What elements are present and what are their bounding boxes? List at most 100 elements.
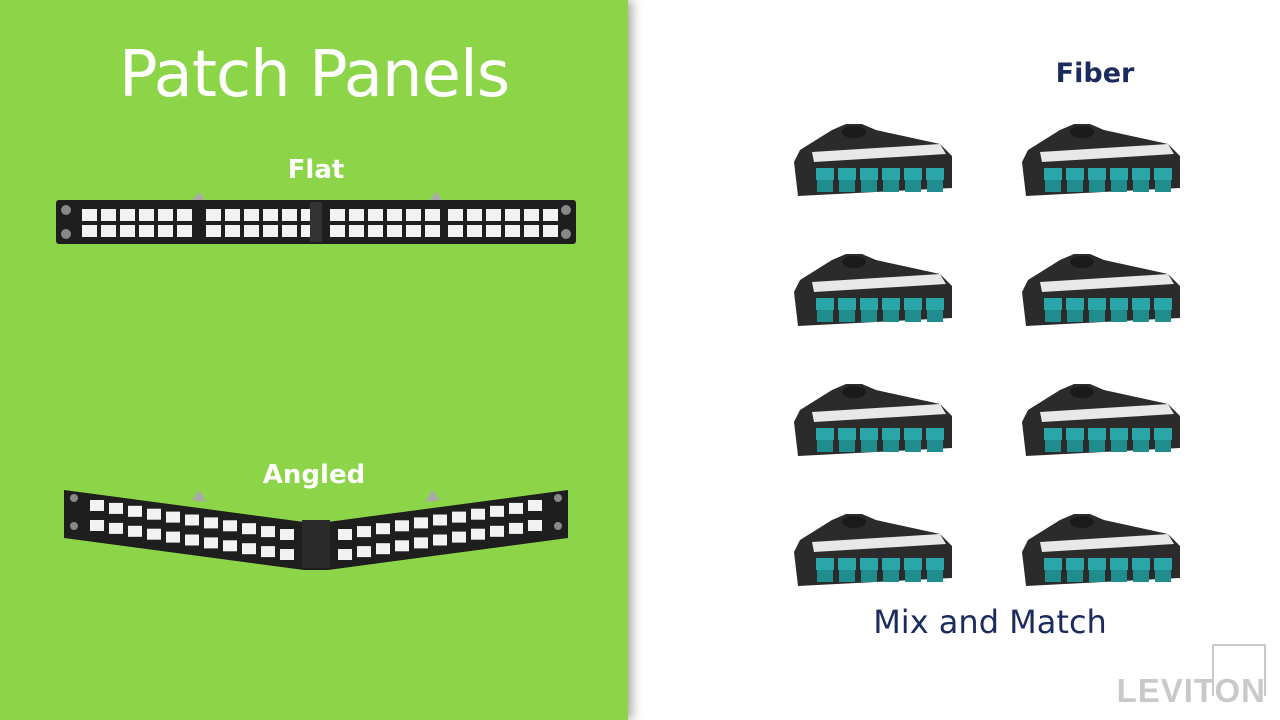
port-slot: [263, 225, 278, 237]
lc-port: [816, 558, 834, 570]
port-slot: [242, 523, 256, 535]
port-slot: [263, 209, 278, 221]
lc-port: [882, 428, 900, 440]
port-slot: [90, 520, 104, 531]
port-slot: [101, 225, 116, 237]
lc-port-lower: [1155, 180, 1171, 192]
port-slot: [166, 531, 180, 543]
port-slot: [244, 209, 259, 221]
port-slot: [223, 540, 237, 552]
lc-port: [1066, 428, 1084, 440]
port-slot: [223, 520, 237, 532]
lc-port: [1132, 558, 1150, 570]
mix-and-match-label: Mix and Match: [873, 603, 1107, 641]
port-slot: [387, 225, 402, 237]
port-slot: [177, 209, 192, 221]
port-slot: [414, 517, 428, 529]
port-slot: [452, 511, 466, 523]
lc-port-lower: [927, 570, 943, 582]
port-slot: [185, 534, 199, 546]
cable-tab: [192, 490, 206, 502]
port-slot: [204, 537, 218, 549]
port-slot: [505, 209, 520, 221]
cassette-handle: [842, 256, 866, 268]
lc-port: [1088, 298, 1106, 310]
port-slot: [282, 209, 297, 221]
port-slot: [261, 546, 275, 558]
lc-port-lower: [839, 310, 855, 322]
mount-hole: [561, 229, 571, 239]
mount-hole: [61, 229, 71, 239]
lc-port-lower: [817, 570, 833, 582]
port-slot: [490, 525, 504, 537]
lc-port-lower: [839, 440, 855, 452]
left-green-panel: Patch Panels Flat Angled: [0, 0, 628, 720]
port-slot: [139, 209, 154, 221]
mount-hole: [554, 494, 562, 502]
lc-port: [838, 558, 856, 570]
lc-port: [1044, 298, 1062, 310]
angled-patch-panel-image: [64, 490, 568, 570]
port-slot: [244, 225, 259, 237]
lc-port-lower: [839, 570, 855, 582]
lc-port-lower: [817, 440, 833, 452]
cassette-label: [1040, 404, 1174, 422]
lc-port: [1154, 428, 1172, 440]
port-slot: [349, 209, 364, 221]
lc-port: [816, 168, 834, 180]
port-slot: [158, 225, 173, 237]
lc-port: [882, 298, 900, 310]
flat-label: Flat: [287, 155, 345, 185]
fiber-cassette-image: [1022, 254, 1180, 326]
fiber-cassette-image: [794, 514, 952, 586]
port-slot: [425, 209, 440, 221]
cable-tab: [430, 192, 442, 200]
port-slot: [505, 225, 520, 237]
lc-port: [1044, 558, 1062, 570]
port-slot: [242, 543, 256, 555]
lc-port: [926, 558, 944, 570]
lc-port-lower: [1089, 310, 1105, 322]
lc-port-lower: [1089, 570, 1105, 582]
lc-port: [882, 558, 900, 570]
lc-port: [1154, 168, 1172, 180]
lc-port: [1110, 298, 1128, 310]
mount-hole: [61, 205, 71, 215]
lc-port-lower: [1155, 310, 1171, 322]
lc-port-lower: [1133, 310, 1149, 322]
lc-port: [1066, 298, 1084, 310]
fiber-cassette-image: [794, 124, 952, 196]
cable-tab: [426, 490, 440, 502]
port-slot: [330, 209, 345, 221]
port-slot: [433, 534, 447, 546]
cassette-label: [812, 274, 946, 292]
lc-port-lower: [905, 310, 921, 322]
port-slot: [490, 505, 504, 517]
lc-port-lower: [1133, 180, 1149, 192]
port-slot: [543, 225, 558, 237]
lc-port-lower: [1067, 180, 1083, 192]
port-slot: [206, 225, 221, 237]
port-slot: [524, 225, 539, 237]
port-slot: [376, 523, 390, 535]
lc-port: [1088, 558, 1106, 570]
mount-hole: [554, 522, 562, 530]
port-slot: [185, 514, 199, 526]
port-slot: [467, 209, 482, 221]
port-slot: [425, 225, 440, 237]
port-slot: [128, 525, 142, 537]
port-slot: [368, 225, 383, 237]
lc-port-lower: [817, 310, 833, 322]
cassette-handle: [1070, 386, 1094, 398]
port-slot: [543, 209, 558, 221]
lc-port-lower: [905, 440, 921, 452]
lc-port: [860, 298, 878, 310]
port-slot: [261, 526, 275, 538]
cassette-handle: [842, 126, 866, 138]
port-slot: [433, 514, 447, 526]
flat-patch-panel-image: [56, 192, 576, 244]
leviton-logo: LEVITON: [1116, 644, 1266, 710]
port-slot: [357, 526, 371, 538]
lc-port: [860, 558, 878, 570]
lc-port: [1132, 168, 1150, 180]
